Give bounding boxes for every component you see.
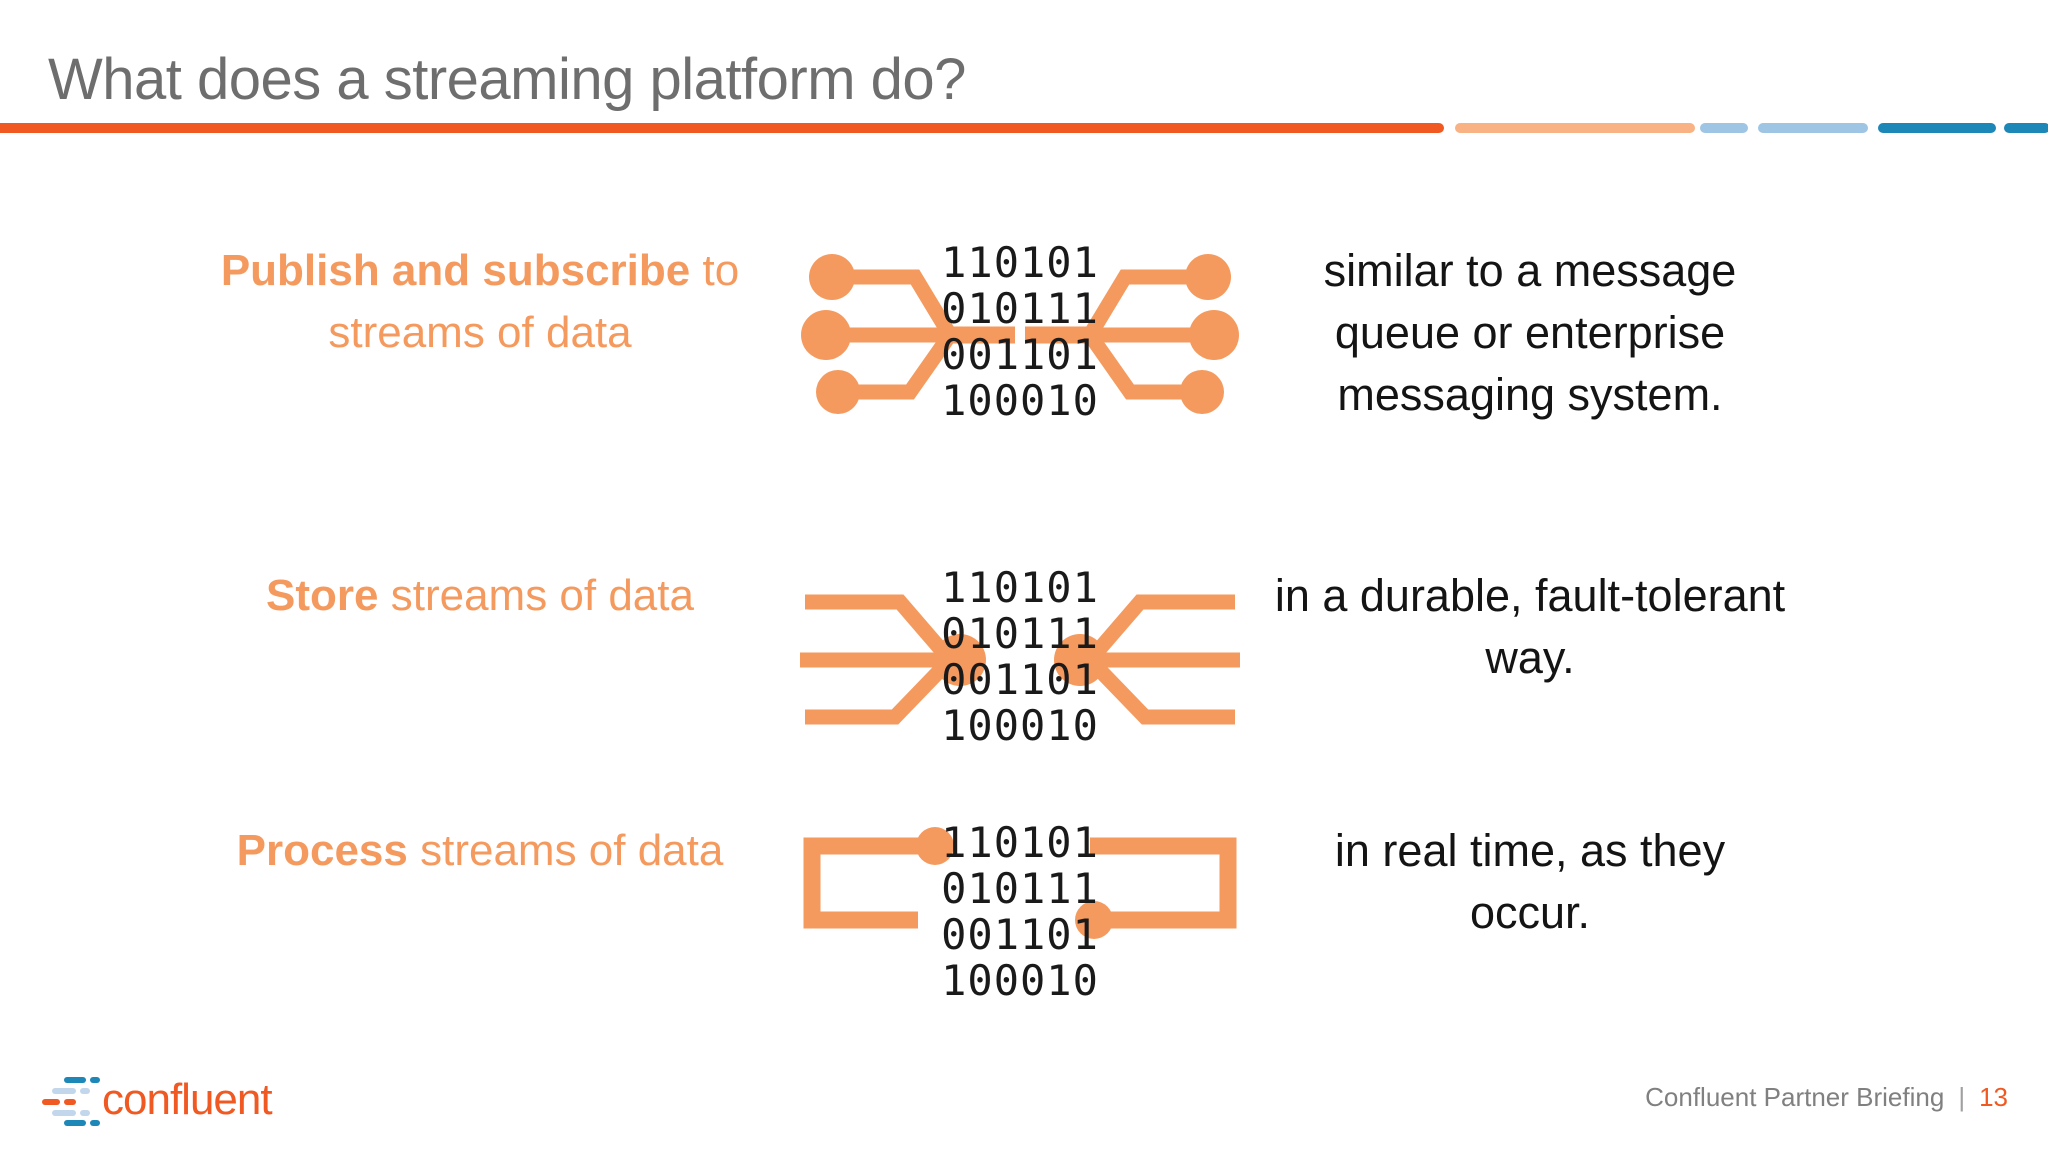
heading-emphasis: Process xyxy=(236,826,408,875)
footer-meta: Confluent Partner Briefing | 13 xyxy=(1645,1082,2008,1113)
content-row-process: Process streams of data 110101 010111 00… xyxy=(0,820,2048,1030)
pubsub-fanout-icon xyxy=(801,254,1239,414)
binary-line: 010111 xyxy=(941,609,1099,658)
header-dash-4 xyxy=(1878,123,1996,133)
page-title: What does a streaming platform do? xyxy=(48,47,966,112)
binary-line: 100010 xyxy=(941,956,1099,1005)
header-dash-3 xyxy=(1758,123,1868,133)
binary-line: 100010 xyxy=(941,376,1099,425)
binary-line: 110101 xyxy=(941,238,1099,287)
confluent-logo-text: confluent xyxy=(102,1075,272,1124)
row-graphic-publish-subscribe: 110101 010111 001101 100010 xyxy=(800,240,1240,450)
binary-text-block: 110101 010111 001101 100010 xyxy=(800,565,1240,749)
store-converge-icon xyxy=(800,594,1240,725)
row-description-process: in real time, as they occur. xyxy=(1334,825,1726,938)
process-node-right xyxy=(1075,901,1113,939)
binary-line: 110101 xyxy=(941,563,1099,612)
content-row-publish-subscribe: Publish and subscribe to streams of data xyxy=(0,240,2048,450)
row-graphic-store: 110101 010111 001101 100010 xyxy=(800,565,1240,775)
binary-text-block: 110101 010111 001101 100010 xyxy=(800,820,1240,1004)
header-dash-5 xyxy=(2004,123,2048,133)
page-number: 13 xyxy=(1979,1082,2008,1112)
confluent-logo-mark xyxy=(42,1077,100,1126)
header-dash-2 xyxy=(1700,123,1748,133)
heading-emphasis: Publish and subscribe xyxy=(220,246,691,295)
binary-line: 100010 xyxy=(941,701,1099,750)
binary-line: 001101 xyxy=(941,910,1099,959)
row-heading-process: Process streams of data xyxy=(180,820,780,882)
footer-separator: | xyxy=(1958,1082,1966,1112)
row-heading-publish-subscribe: Publish and subscribe to streams of data xyxy=(180,240,780,364)
binary-line: 001101 xyxy=(941,655,1099,704)
row-heading-store: Store streams of data xyxy=(180,565,780,627)
binary-line: 010111 xyxy=(941,864,1099,913)
process-loop-icon xyxy=(803,827,1237,939)
row-description-publish-subscribe: similar to a message queue or enterprise… xyxy=(1323,245,1737,420)
heading-rest: streams of data xyxy=(378,571,694,620)
heading-rest: to streams of data xyxy=(328,246,740,357)
heading-rest: streams of data xyxy=(407,826,724,875)
heading-emphasis: Store xyxy=(266,571,379,620)
confluent-logo: confluent xyxy=(42,1075,273,1126)
binary-text-block: 110101 010111 001101 100010 xyxy=(800,240,1240,424)
binary-line: 110101 xyxy=(941,818,1099,867)
row-description-store: in a durable, fault-tolerant way. xyxy=(1274,570,1786,683)
content-row-store: Store streams of data 110101 010111 00 xyxy=(0,565,2048,775)
row-graphic-process: 110101 010111 001101 100010 xyxy=(800,820,1240,1030)
process-node-left xyxy=(916,827,954,865)
binary-line: 001101 xyxy=(941,330,1099,379)
binary-line: 010111 xyxy=(941,284,1099,333)
header-rule xyxy=(0,123,1444,133)
deck-name: Confluent Partner Briefing xyxy=(1645,1082,1945,1112)
header-dash-1 xyxy=(1455,123,1695,133)
